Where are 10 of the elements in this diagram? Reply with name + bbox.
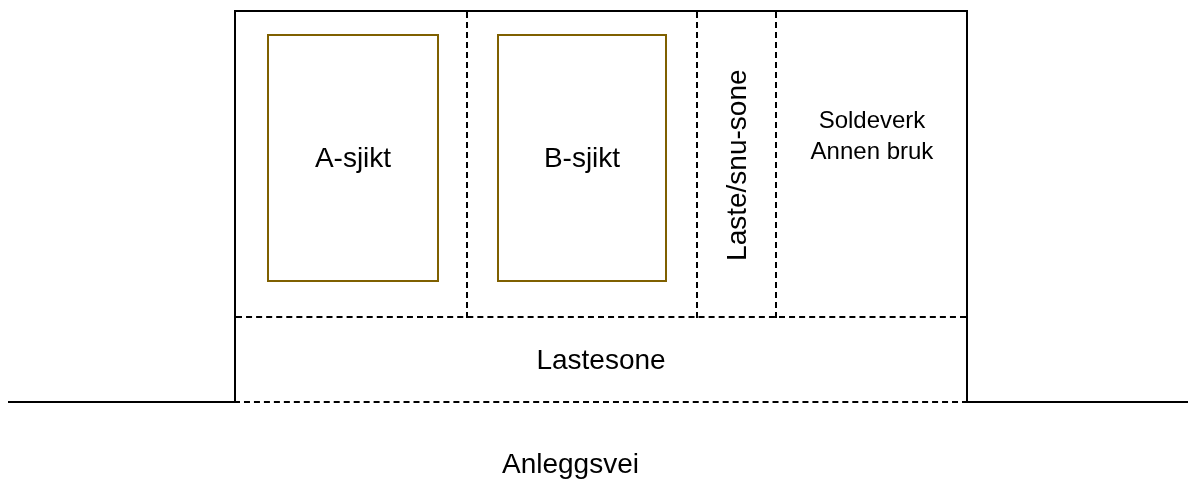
- zone-label: Lastesone: [536, 343, 666, 378]
- road-label: Anleggsvei: [502, 448, 639, 480]
- rotated-zone-label: Laste/snu-sone: [719, 69, 753, 261]
- zone-label: Annen bruk: [810, 136, 934, 167]
- storage-area: [497, 34, 667, 282]
- zone-label: Soldeverk: [818, 105, 926, 135]
- zone-label: B-sjikt: [543, 140, 621, 175]
- site-outline: [234, 10, 968, 403]
- zone-label: A-sjikt: [314, 140, 392, 175]
- storage-area: [267, 34, 439, 282]
